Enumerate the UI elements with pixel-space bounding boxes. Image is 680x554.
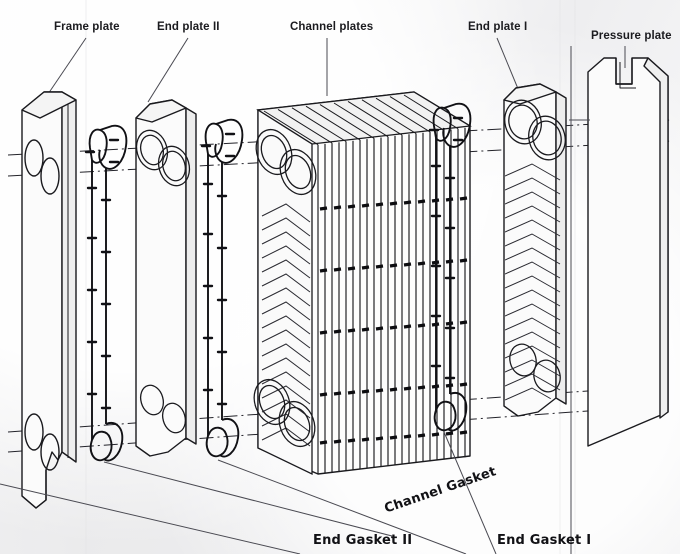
label-end-gasket-i: End Gasket I bbox=[497, 533, 592, 548]
end-gasket-i bbox=[432, 102, 472, 432]
label-end-gasket-ii: End Gasket II bbox=[313, 533, 413, 548]
bottom-leader-lines bbox=[0, 46, 590, 554]
channel-stack-left-ports bbox=[253, 128, 317, 448]
label-end-plate-ii: End plate II bbox=[157, 21, 220, 33]
channel-plate-top-edges bbox=[263, 94, 459, 146]
end-plate-i-ports bbox=[504, 99, 566, 393]
end-gasket-ii-clips bbox=[84, 138, 120, 410]
top-leader-lines bbox=[43, 37, 626, 103]
label-frame-plate: Frame plate bbox=[54, 21, 120, 33]
end-plate-i-corrugation bbox=[505, 163, 561, 405]
channel-gasket bbox=[204, 118, 244, 458]
label-channel-plates: Channel plates bbox=[290, 21, 374, 33]
end-plate-ii-ports bbox=[135, 129, 191, 434]
end-gasket-i-clips bbox=[428, 116, 464, 380]
channel-gasket-clips bbox=[200, 132, 236, 406]
frame-plate bbox=[21, 91, 77, 509]
channel-plate-gasket-marks bbox=[319, 196, 468, 445]
end-plate-i bbox=[503, 83, 567, 417]
label-end-plate-i: End plate I bbox=[468, 21, 528, 33]
pressure-plate bbox=[587, 57, 669, 447]
label-pressure-plate: Pressure plate bbox=[591, 30, 672, 42]
channel-plate-edges bbox=[317, 127, 466, 474]
channel-plates-stack bbox=[256, 91, 472, 476]
frame-plate-port-holes bbox=[24, 139, 60, 471]
end-gasket-ii bbox=[88, 124, 128, 462]
end-plate-ii bbox=[135, 99, 197, 457]
